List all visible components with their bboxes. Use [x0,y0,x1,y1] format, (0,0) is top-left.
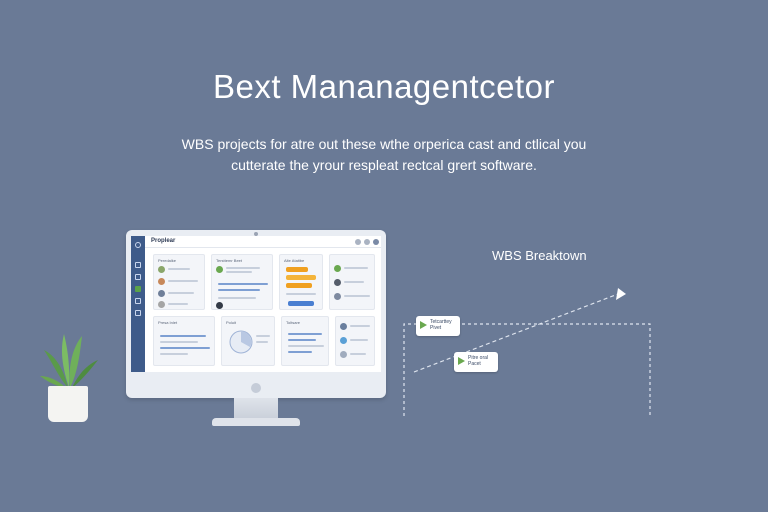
card-header: Alte Ataltbe [284,258,305,263]
play-icon [420,321,427,329]
monitor-illustration: Proplear Peredalke Tersttemr Beet [126,230,386,430]
node-label: Tetcarttey Pivet [430,319,452,331]
subtitle-line-1: WBS projects for atre out these wthe orp… [181,136,587,152]
avatar [340,337,347,344]
card-header: Presa Inlet [158,320,178,325]
app-sidebar [131,236,145,372]
progress-line [218,289,260,291]
text-line [168,303,188,305]
text-line [160,353,188,355]
card-summary[interactable]: Presa Inlet [153,316,215,366]
monitor-bezel: Proplear Peredalke Tersttemr Beet [126,230,386,398]
card-alerts[interactable]: Alte Ataltbe [279,254,323,310]
plant-pot [48,386,88,422]
app-title: Proplear [151,238,176,244]
text-line [226,267,260,269]
home-icon[interactable] [135,262,141,268]
text-line [344,281,364,283]
monitor-camera [254,232,258,236]
card-header: Tersttemr Beet [216,258,243,263]
card-team[interactable]: Peredalke [153,254,205,310]
text-line [288,345,324,347]
avatar [158,301,165,308]
status-icon [216,266,223,273]
text-line [160,335,206,337]
list-icon[interactable] [135,274,141,280]
alert-chip [286,267,308,272]
text-line [350,353,366,355]
monitor-stand-base [212,418,300,426]
diagram-label: WBS Breaktown [492,248,587,263]
progress-line [218,283,268,285]
text-line [168,280,198,282]
card-tasks[interactable]: Tersttemr Beet [211,254,273,310]
text-line [286,293,316,295]
search-icon[interactable] [355,239,361,245]
text-line [226,271,252,273]
wbs-diagram-lines [403,288,651,416]
text-line [344,267,368,269]
text-line [160,347,210,349]
card-activity[interactable] [335,316,375,366]
text-line [288,339,316,341]
monitor-logo [251,383,261,393]
node-label: Pitre oral Pacet [468,355,489,367]
plant-leaves-icon [40,334,98,388]
action-button[interactable] [288,301,314,306]
subtitle-line-2: cutterate the yrour respleat rectcal gre… [231,157,537,173]
avatar [340,323,347,330]
card-header: Toltsare [286,320,301,325]
avatar [158,290,165,297]
text-line [350,325,370,327]
avatar [334,293,341,300]
avatar [158,278,165,285]
monitor-stand-neck [234,398,278,420]
plant-illustration [38,330,102,422]
text-line [168,268,190,270]
avatar [158,266,165,273]
settings-icon[interactable] [135,310,141,316]
text-line [344,295,370,297]
pie-chart-icon [229,330,253,354]
calendar-icon[interactable] [135,298,141,304]
alert-chip [286,283,312,288]
card-header: Peredalke [158,258,177,263]
hero-title: Bext Mananagentcetor [212,68,556,105]
avatar [334,265,341,272]
text-line [218,297,256,299]
notification-icon[interactable] [364,239,370,245]
monitor-screen: Proplear Peredalke Tersttemr Beet [131,236,381,372]
text-line [288,333,322,335]
text-line [168,292,194,294]
avatar [334,279,341,286]
play-icon [458,357,465,365]
card-header: Poluit [226,320,237,325]
logo-icon [135,242,141,248]
card-members[interactable] [329,254,375,310]
alert-chip [286,275,316,280]
text-line [288,351,312,353]
projects-icon[interactable] [135,286,141,292]
avatar[interactable] [373,239,379,245]
text-line [256,341,268,343]
app-topbar: Proplear [145,236,381,248]
hero-subtitle: WBS projects for atre out these wthe orp… [0,134,768,176]
text-line [256,335,270,337]
text-line [160,341,198,343]
avatar [216,302,223,309]
text-line [350,339,368,341]
card-chart[interactable]: Poluit [221,316,275,366]
avatar [340,351,347,358]
wbs-node-1[interactable]: Tetcarttey Pivet [416,316,460,336]
card-timeline[interactable]: Toltsare [281,316,329,366]
arrow-head-icon [616,288,626,300]
wbs-node-2[interactable]: Pitre oral Pacet [454,352,498,372]
